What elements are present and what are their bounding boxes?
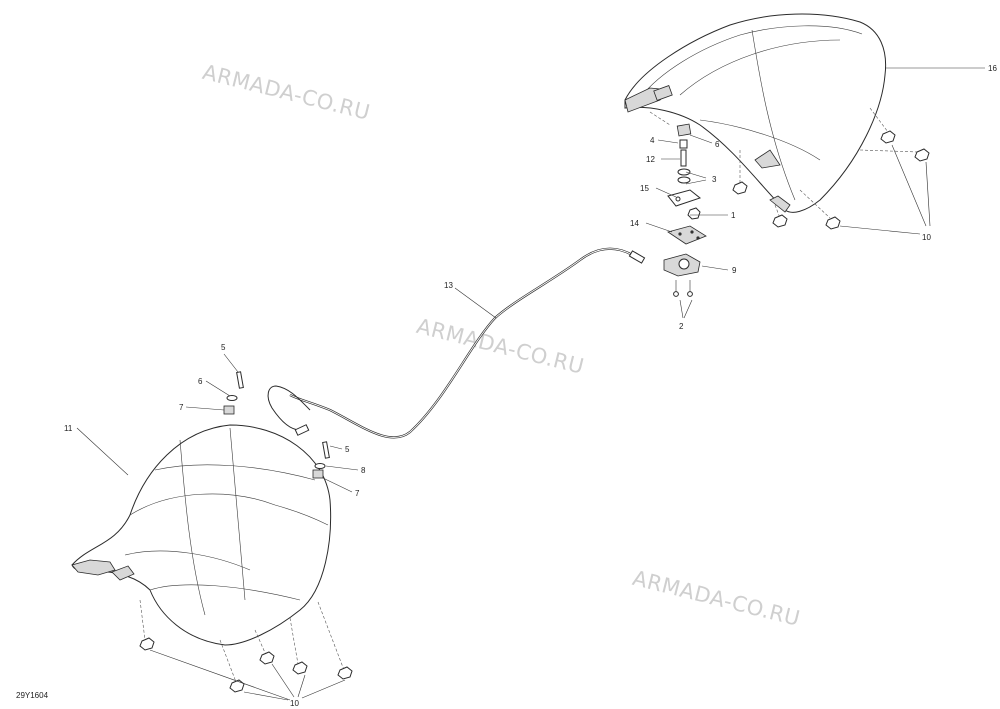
leader-lines <box>76 67 985 701</box>
callout-3: 3 <box>712 175 717 184</box>
latch-assembly <box>663 123 707 297</box>
callout-5: 5 <box>221 343 226 352</box>
front-seat-fasteners <box>223 371 330 479</box>
callout-16: 16 <box>988 64 997 73</box>
callout-13: 13 <box>444 281 453 290</box>
callout-8: 8 <box>361 466 366 475</box>
callout-4: 4 <box>650 136 655 145</box>
front-seat-nuts <box>139 637 353 693</box>
callout-2: 2 <box>679 322 684 331</box>
front-seat <box>71 424 345 683</box>
callout-10: 10 <box>922 233 931 242</box>
callout-14: 14 <box>630 219 639 228</box>
callout-11: 11 <box>64 424 73 433</box>
rear-seat-nuts <box>732 130 930 230</box>
rear-seat <box>624 13 919 219</box>
callout-6: 6 <box>198 377 203 386</box>
release-cable <box>267 247 646 439</box>
callout-6: 6 <box>715 140 720 149</box>
callout-7: 7 <box>179 403 184 412</box>
callout-5: 5 <box>345 445 350 454</box>
callout-10: 10 <box>290 699 299 708</box>
callout-9: 9 <box>732 266 737 275</box>
callout-1: 1 <box>731 211 736 220</box>
figure-reference: 29Y1604 <box>16 691 49 700</box>
callout-12: 12 <box>646 155 655 164</box>
callout-15: 15 <box>640 184 649 193</box>
callout-7: 7 <box>355 489 360 498</box>
callout-labels: 16 1 2 3 4 6 12 15 14 9 10 13 5 6 7 11 5… <box>16 64 997 708</box>
